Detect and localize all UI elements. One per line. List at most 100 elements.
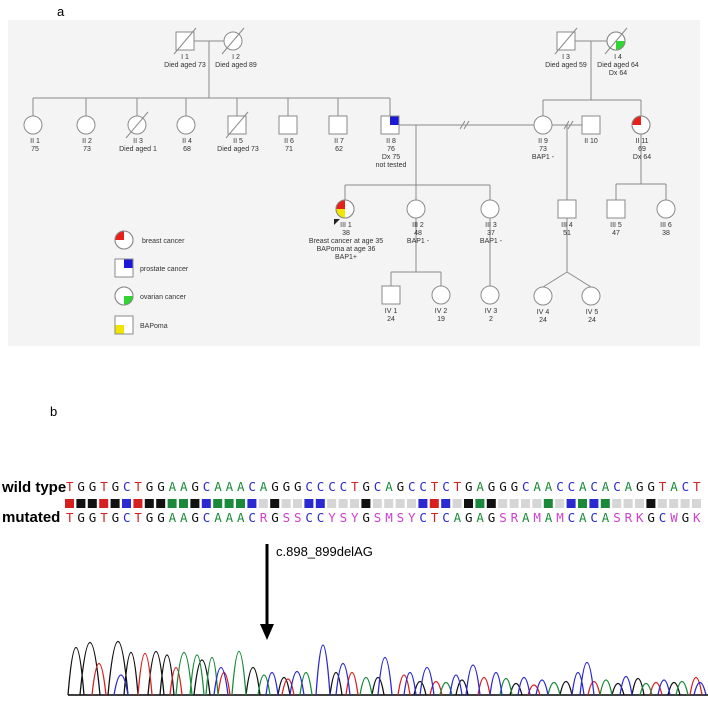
- wild-type-base: G: [271, 479, 279, 494]
- label-III5-id: III 5: [610, 222, 622, 229]
- wild-type-base: G: [157, 479, 165, 494]
- mutated-base: S: [340, 510, 348, 525]
- wild-type-base: A: [226, 479, 234, 494]
- wild-type-base: T: [693, 479, 701, 494]
- wild-type-base: C: [613, 479, 621, 494]
- quality-bar: [669, 499, 679, 508]
- quality-bar: [372, 499, 382, 508]
- quality-bar: [623, 499, 633, 508]
- chromatogram: [67, 641, 708, 696]
- wild-type-base: G: [647, 479, 655, 494]
- mutated-base: C: [203, 510, 211, 525]
- label-III3-age: 37: [487, 230, 495, 237]
- wild-type-base: C: [203, 479, 211, 494]
- label-II9-age: 73: [539, 146, 547, 153]
- wild-type-base: C: [419, 479, 427, 494]
- label-II9-id: II 9: [538, 138, 548, 145]
- quality-bar: [589, 499, 599, 508]
- mutated-base: G: [362, 510, 370, 525]
- individual-II6: [278, 115, 298, 135]
- mutated-base: T: [66, 510, 74, 525]
- mutated-base: S: [294, 510, 302, 525]
- quality-bar: [498, 499, 508, 508]
- mutated-base: A: [602, 510, 610, 525]
- wild-type-label: wild type: [1, 479, 66, 496]
- mutated-base: T: [100, 510, 108, 525]
- label-III6-id: III 6: [660, 222, 672, 229]
- individual-II2: [76, 115, 96, 135]
- label-II3-id: II 3: [133, 138, 143, 145]
- wild-type-base: G: [488, 479, 496, 494]
- mutated-base: C: [659, 510, 667, 525]
- individual-III6: [656, 199, 676, 219]
- quality-bar: [486, 499, 496, 508]
- label-II11-dx: Dx 64: [633, 154, 651, 161]
- legend-ovarian-label: ovarian cancer: [140, 294, 187, 301]
- label-II11-age: 69: [638, 146, 646, 153]
- quality-bar: [65, 499, 74, 508]
- label-II11-id: II 11: [635, 138, 648, 145]
- mutated-base: R: [511, 510, 519, 525]
- label-I4-dx: Dx 64: [609, 70, 627, 77]
- quality-bar: [327, 499, 337, 508]
- quality-bar: [543, 499, 553, 508]
- mutated-base: Y: [351, 510, 359, 525]
- wild-type-base: G: [294, 479, 302, 494]
- wild-type-base: G: [636, 479, 644, 494]
- quality-bar: [315, 499, 325, 508]
- individual-IV1: [381, 285, 401, 305]
- quality-bar: [418, 499, 428, 508]
- wild-type-base: G: [465, 479, 473, 494]
- mutated-base: M: [385, 510, 393, 525]
- label-IV1-age: 24: [387, 316, 395, 323]
- mutated-base: M: [533, 510, 541, 525]
- mutated-base: C: [248, 510, 256, 525]
- mutated-base: S: [397, 510, 405, 525]
- mutated-base: G: [191, 510, 199, 525]
- quality-bar: [258, 499, 268, 508]
- label-III1-age: 38: [342, 230, 350, 237]
- quality-bar: [521, 499, 530, 508]
- trace-black: [67, 641, 681, 696]
- label-I2-id: I 2: [232, 54, 240, 61]
- quality-bar: [578, 499, 587, 508]
- mutated-base: K: [693, 510, 701, 525]
- quality-bar: [87, 499, 97, 508]
- label-II2-age: 73: [83, 146, 91, 153]
- mutated-base: K: [636, 510, 644, 525]
- mutated-base: A: [180, 510, 188, 525]
- mutated-base: G: [89, 510, 97, 525]
- label-III1-id: III 1: [340, 222, 352, 229]
- mutated-base: A: [579, 510, 587, 525]
- mutated-base: G: [647, 510, 655, 525]
- wild-type-base: T: [454, 479, 462, 494]
- mutated-base: W: [670, 510, 678, 525]
- quality-bar: [555, 499, 565, 508]
- quality-bar: [144, 499, 154, 508]
- mutated-base: G: [146, 510, 154, 525]
- label-I3-note: Died aged 59: [545, 62, 587, 69]
- label-IV1-id: IV 1: [385, 308, 398, 315]
- label-IV4-age: 24: [539, 317, 547, 324]
- quality-bar: [646, 499, 656, 508]
- mutated-base: G: [271, 510, 279, 525]
- quality-bar: [110, 499, 120, 508]
- label-II8-dx: Dx 75: [382, 154, 400, 161]
- label-II10-id: II 10: [584, 138, 598, 145]
- wild-type-base: C: [442, 479, 450, 494]
- mutated-base: C: [317, 510, 325, 525]
- wild-type-base: G: [191, 479, 199, 494]
- mutated-base: A: [522, 510, 530, 525]
- quality-bar: [156, 499, 166, 508]
- mutated-base: T: [134, 510, 142, 525]
- wild-type-base: C: [340, 479, 348, 494]
- label-III1-breast: Breast cancer at age 35: [309, 238, 383, 245]
- wild-type-base: T: [100, 479, 108, 494]
- wild-type-base: G: [362, 479, 370, 494]
- label-III5-age: 47: [612, 230, 620, 237]
- quality-bar: [600, 499, 610, 508]
- legend-prostate-label: prostate cancer: [140, 266, 189, 273]
- label-III2-status: BAP1 -: [407, 238, 430, 245]
